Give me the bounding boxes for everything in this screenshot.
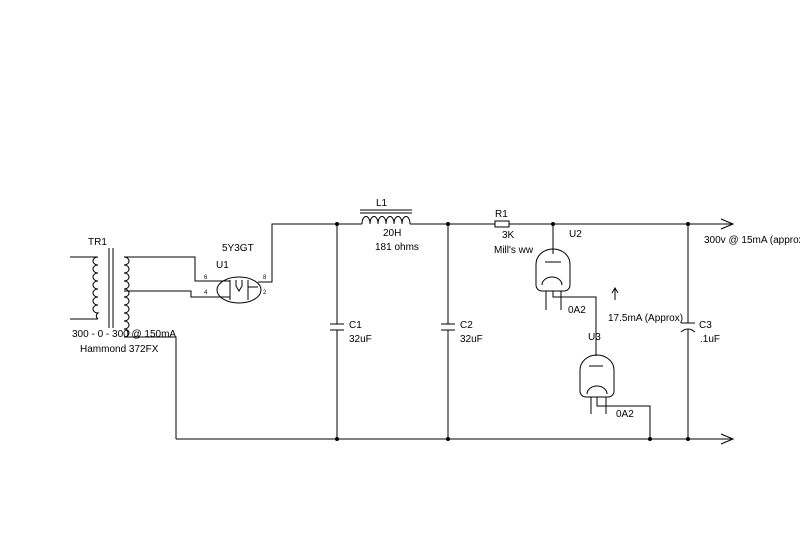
- capacitor-c3: C3 .1uF: [680, 224, 720, 439]
- u2-type: 0A2: [568, 305, 586, 316]
- resistor-note: Mill's ww: [494, 245, 534, 256]
- c3-value: .1uF: [700, 334, 720, 345]
- c1-value: 32uF: [349, 334, 372, 345]
- c3-ref: C3: [699, 320, 712, 331]
- current-arrow: [611, 287, 619, 300]
- resistor-body: [494, 220, 510, 228]
- u3-type: 0A2: [616, 409, 634, 420]
- regulator-u2: U2 0A2: [535, 224, 597, 356]
- rectifier-filament: [235, 280, 243, 292]
- c2-value: 32uF: [460, 334, 483, 345]
- capacitor-c1: C1 32uF: [330, 224, 372, 439]
- transformer-rating: 300 - 0 - 300 @ 150mA: [72, 329, 176, 340]
- rectifier-type: 5Y3GT: [222, 243, 254, 254]
- rectifier-pin-8: 8: [263, 275, 267, 281]
- u3-envelope: [579, 354, 615, 398]
- capacitor-c2: C2 32uF: [441, 224, 483, 439]
- rectifier-plate-right: [247, 280, 258, 300]
- choke-ref: L1: [376, 198, 388, 209]
- rectifier-pin-6: 6: [204, 275, 208, 281]
- u2-envelope: [535, 248, 571, 292]
- junction-c3-top: [686, 222, 690, 226]
- current-label: 17.5mA (Approx): [608, 313, 683, 324]
- secondary-winding: [123, 256, 130, 338]
- junction-c2-top: [446, 222, 450, 226]
- primary-winding: [92, 256, 100, 320]
- resistor-ref: R1: [495, 209, 508, 220]
- u3-ref: U3: [588, 332, 601, 343]
- secondary-center-tap-wire: [124, 336, 177, 439]
- choke-winding: [361, 216, 411, 225]
- resistor-value: 3K: [502, 230, 515, 241]
- u3-cathode: [586, 385, 608, 395]
- junction-c1-bottom: [335, 437, 339, 441]
- output-label: 300v @ 15mA (approx): [704, 235, 800, 246]
- secondary-top-wire: [124, 256, 222, 282]
- transformer-tr1: TR1 300 - 0 - 300 @ 150mA Hammond 372FX: [70, 237, 176, 355]
- u2-ref: U2: [569, 229, 582, 240]
- rectifier-output-wire: [258, 223, 362, 283]
- secondary-bottom-wire: [124, 290, 222, 298]
- junction-u2-top: [551, 222, 555, 226]
- rectifier-envelope: [216, 276, 262, 304]
- u3-ground-wire: [596, 397, 651, 439]
- rectifier-pin-4: 4: [204, 290, 208, 296]
- transformer-ref: TR1: [88, 237, 107, 248]
- transformer-model: Hammond 372FX: [80, 344, 159, 355]
- u2-cathode: [541, 276, 563, 286]
- junction-c2-bottom: [446, 437, 450, 441]
- u2-to-u3-wire: [552, 291, 597, 356]
- junction-u3-bottom: [648, 437, 652, 441]
- resistor-r1: R1 3K Mill's ww: [494, 209, 534, 256]
- choke-l1: L1 20H 181 ohms: [360, 198, 419, 253]
- choke-resistance: 181 ohms: [375, 242, 419, 253]
- regulator-u3: U3 0A2: [579, 332, 651, 439]
- rectifier-ref: U1: [216, 260, 229, 271]
- output-arrow-top: [720, 218, 735, 230]
- junction-c3-bottom: [686, 437, 690, 441]
- c1-ref: C1: [349, 320, 362, 331]
- rectifier-pin-2: 2: [263, 290, 267, 296]
- choke-value: 20H: [383, 228, 401, 239]
- junction-c1-top: [335, 222, 339, 226]
- rectifier-plate-left: [222, 280, 231, 300]
- output-arrow-bottom: [720, 433, 735, 445]
- c2-ref: C2: [460, 320, 473, 331]
- rectifier-u1: 5Y3GT U1 6 4 8 2: [204, 243, 267, 304]
